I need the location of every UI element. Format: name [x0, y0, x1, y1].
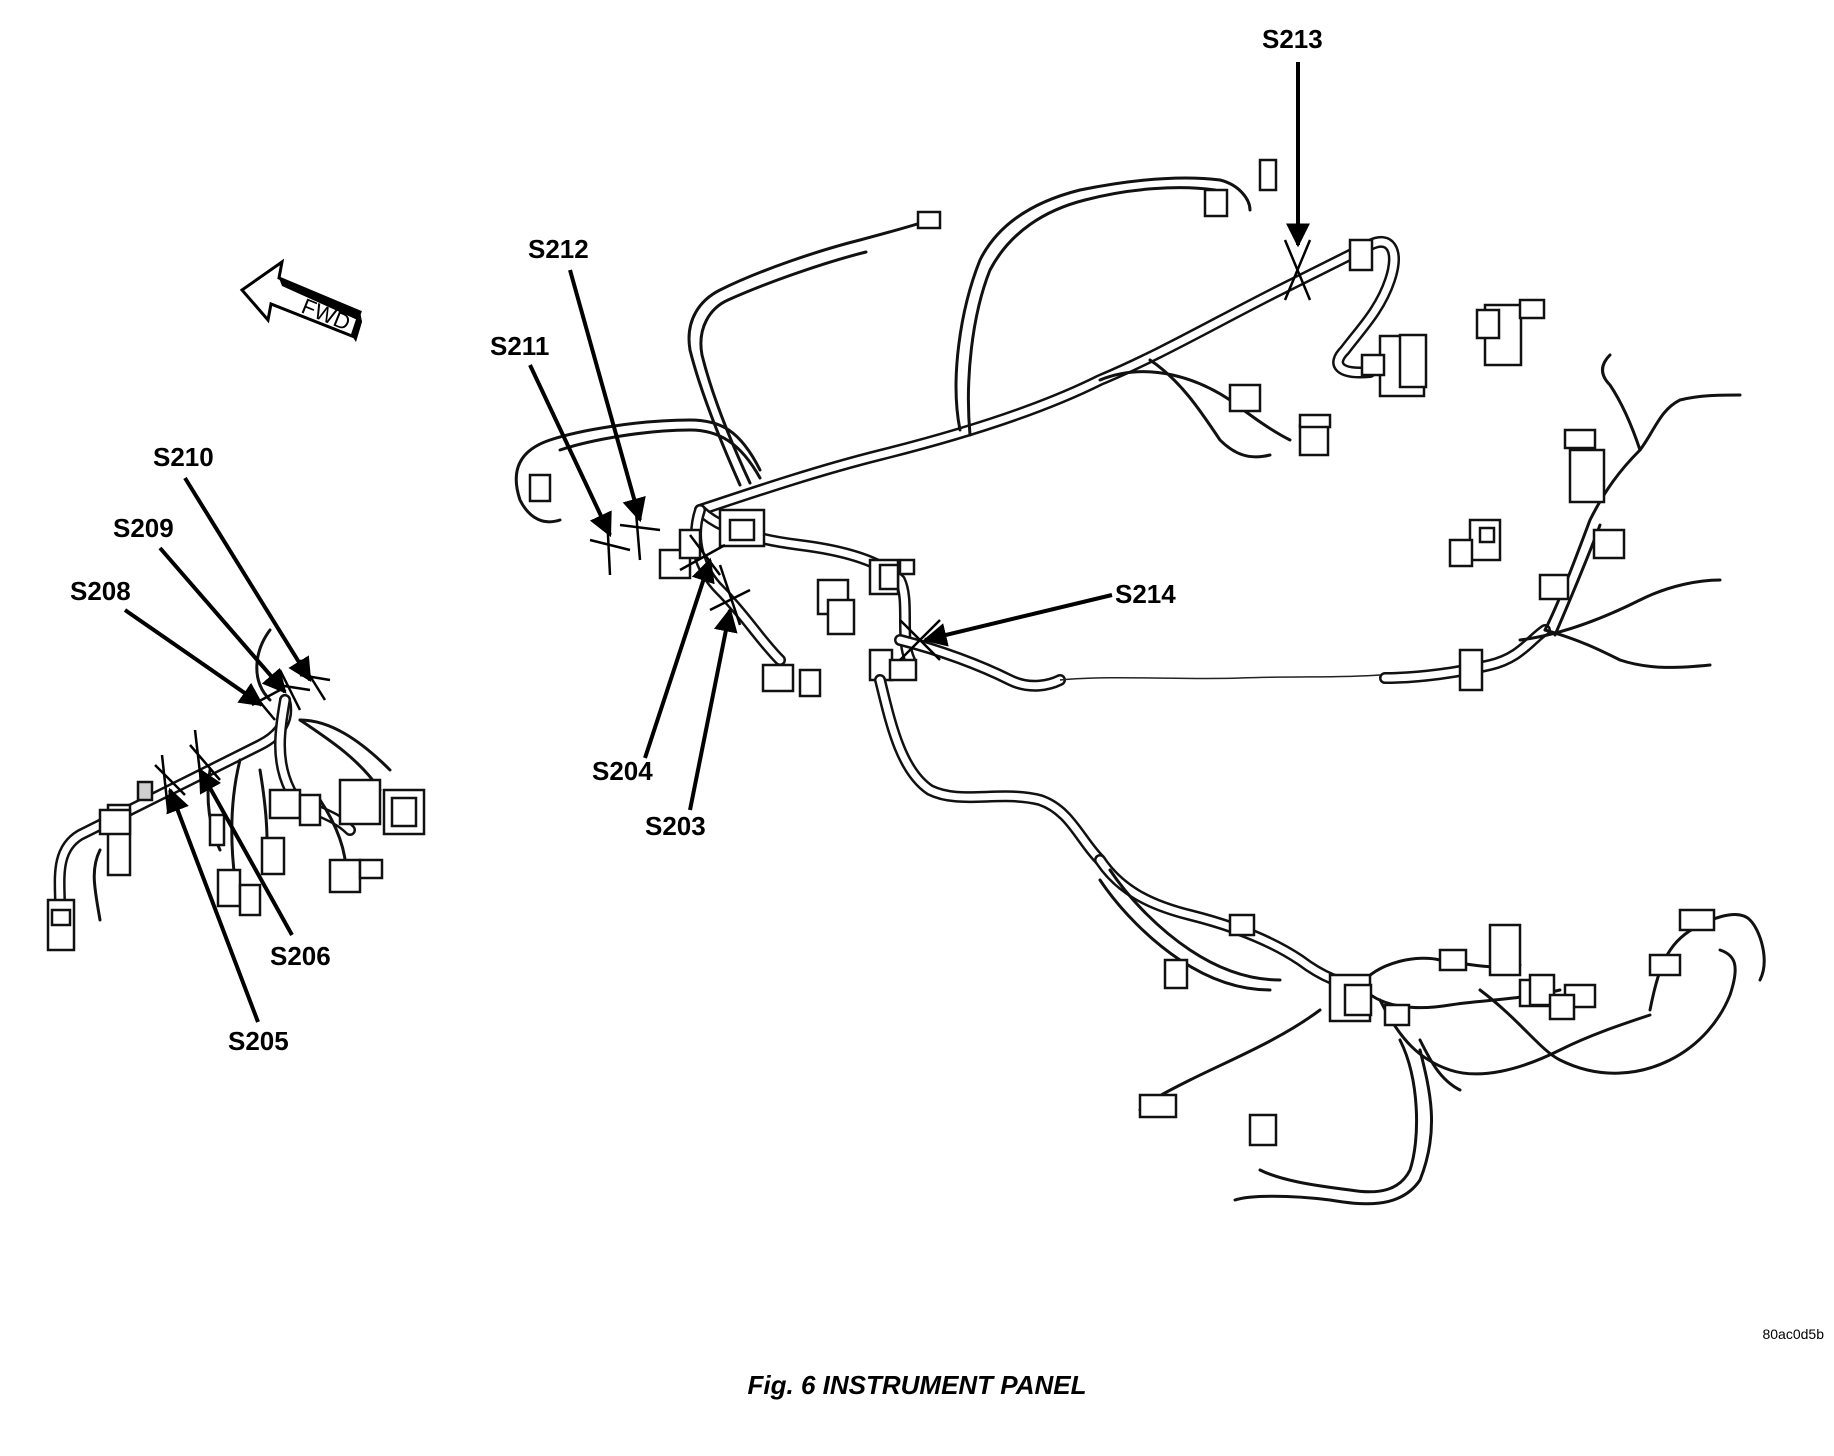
- main-harness: [514, 158, 1766, 1206]
- splice-label-s204: S204: [592, 756, 653, 786]
- splice-label-s210: S210: [153, 442, 214, 472]
- splice-label-s214: S214: [1115, 579, 1176, 609]
- leader-lines: [123, 62, 1310, 1023]
- splice-label-s203: S203: [645, 811, 706, 841]
- splice-label-s208: S208: [70, 576, 131, 606]
- splice-label-s209: S209: [113, 513, 174, 543]
- fwd-arrow-icon: FWD: [239, 258, 362, 342]
- splice-labels: S213 S212 S211 S210 S209 S208 S214 S204 …: [70, 24, 1323, 1056]
- splice-label-s213: S213: [1262, 24, 1323, 54]
- splice-label-s206: S206: [270, 941, 331, 971]
- left-harness: [46, 628, 426, 952]
- image-code: 80ac0d5b: [1762, 1326, 1824, 1342]
- splice-label-s205: S205: [228, 1026, 289, 1056]
- splice-label-s211: S211: [490, 331, 549, 361]
- figure-caption: Fig. 6 INSTRUMENT PANEL: [747, 1370, 1087, 1400]
- splice-label-s212: S212: [528, 234, 589, 264]
